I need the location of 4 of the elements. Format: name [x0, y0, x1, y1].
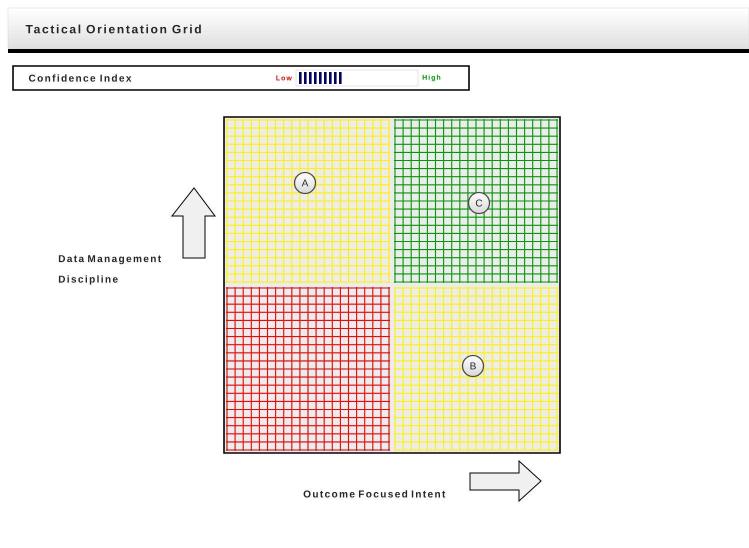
panel-label: Confidence Index	[28, 74, 132, 82]
axis-label: Outcome Focused Intent	[304, 490, 446, 498]
axis-label: Data Management Discipline	[58, 255, 161, 285]
title-bar: Tactical Orientation Grid	[8, 8, 749, 53]
